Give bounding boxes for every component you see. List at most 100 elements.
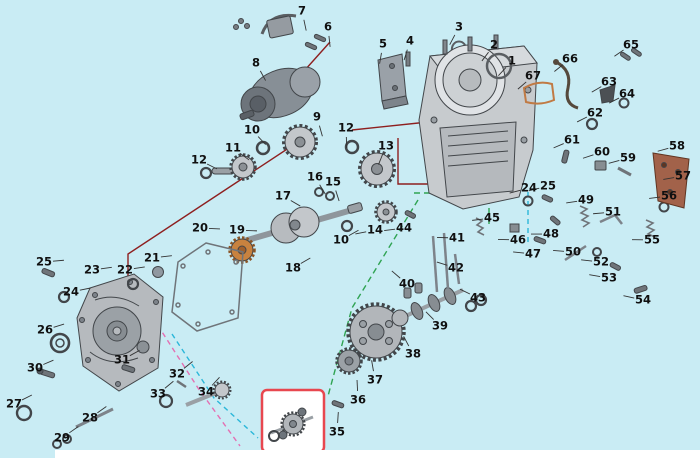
part-label-13: 13: [377, 138, 395, 153]
part-label-24: 24: [520, 180, 538, 195]
seal-26: [49, 332, 71, 354]
part-label-49: 49: [577, 192, 595, 207]
part-label-50: 50: [564, 244, 582, 259]
cam-gear-38: [346, 302, 406, 362]
part-label-1: 1: [507, 53, 517, 68]
plug-21: [152, 266, 164, 278]
bolt-44: [404, 210, 417, 219]
gear-14: [374, 200, 398, 224]
part-label-28: 28: [81, 410, 99, 425]
part-label-5: 5: [378, 36, 388, 51]
part-label-64: 64: [618, 86, 636, 101]
bolts-65: [620, 47, 642, 61]
bolt-31: [121, 364, 136, 373]
part-label-51: 51: [604, 204, 622, 219]
part-label-29: 29: [53, 430, 71, 445]
bolt-25-left: [41, 268, 56, 278]
part-label-44: 44: [395, 220, 413, 235]
tappets-40: [403, 282, 423, 299]
part-label-9: 9: [312, 109, 322, 124]
part-label-10: 10: [332, 232, 350, 247]
washer-24-left: [57, 290, 71, 304]
spring-45: [475, 217, 485, 236]
part-label-56: 56: [660, 188, 678, 203]
part-label-11: 11: [224, 140, 242, 155]
part-label-53: 53: [600, 270, 618, 285]
starter-motor-8: [239, 66, 321, 122]
block-60: [594, 160, 607, 171]
part-label-61: 61: [563, 132, 581, 147]
bracket-58: [652, 152, 690, 209]
ring-27: [15, 404, 33, 422]
bolt-36: [331, 400, 345, 409]
part-label-8: 8: [251, 55, 261, 70]
page-edge: [55, 450, 700, 458]
part-label-30: 30: [26, 360, 44, 375]
washer-24-right: [522, 195, 534, 207]
gear-13: [358, 150, 396, 188]
bolt-30: [36, 367, 56, 379]
part-label-46: 46: [509, 232, 527, 247]
part-label-57: 57: [674, 168, 692, 183]
part-label-7: 7: [297, 3, 307, 18]
part-label-26: 26: [36, 322, 54, 337]
part-label-38: 38: [404, 346, 422, 361]
crankshaft-17-18: [243, 202, 363, 244]
part-label-58: 58: [668, 138, 686, 153]
gasket-67: [522, 81, 556, 105]
rod-42: [453, 253, 461, 285]
part-label-33: 33: [149, 386, 167, 401]
bolt-25-right: [541, 194, 554, 203]
part-label-35: 35: [328, 424, 346, 439]
bolt-48: [549, 215, 561, 226]
idler-gear-9: [282, 124, 318, 160]
bolts-6: [304, 33, 327, 51]
part-label-22: 22: [116, 262, 134, 277]
part-label-34: 34: [197, 384, 215, 399]
part-label-40: 40: [398, 276, 416, 291]
part-label-14: 14: [366, 222, 384, 237]
cylinder-block-1: [418, 34, 538, 210]
part-label-25: 25: [35, 254, 53, 269]
lever-66: [553, 59, 579, 110]
part-label-31: 31: [113, 352, 131, 367]
washer-64: [618, 97, 630, 109]
part-label-37: 37: [366, 372, 384, 387]
part-label-12: 12: [337, 120, 355, 135]
part-label-25: 25: [539, 178, 557, 193]
part-label-27: 27: [5, 396, 23, 411]
gasket-20: [171, 242, 244, 332]
part-label-42: 42: [447, 260, 465, 275]
shaft-34: [185, 380, 232, 407]
gear-37: [335, 347, 363, 375]
part-label-15: 15: [324, 174, 342, 189]
stud-4: [405, 51, 411, 67]
part-label-4: 4: [405, 33, 415, 48]
spring-55: [645, 219, 656, 238]
bolt-53: [609, 262, 622, 271]
bracket-5: [377, 53, 409, 110]
rocker-bracket-7: [233, 13, 297, 39]
part-label-41: 41: [448, 230, 466, 245]
part-label-66: 66: [561, 51, 579, 66]
gear-11: [211, 153, 257, 181]
bolt-54: [633, 284, 648, 294]
part-label-19: 19: [228, 222, 246, 237]
part-label-52: 52: [592, 254, 610, 269]
part-label-36: 36: [349, 392, 367, 407]
part-label-62: 62: [586, 105, 604, 120]
leader-lines: [21, 19, 675, 434]
part-label-43: 43: [469, 290, 487, 305]
part-label-54: 54: [634, 292, 652, 307]
rod-50: [564, 244, 587, 262]
governor-assembly-35: [268, 407, 314, 442]
part-label-67: 67: [524, 68, 542, 83]
part-label-23: 23: [83, 262, 101, 277]
parts-layer: [15, 13, 700, 458]
spring-49: [579, 205, 591, 228]
part-label-2: 2: [489, 37, 499, 52]
part-label-39: 39: [431, 318, 449, 333]
part-label-45: 45: [483, 210, 501, 225]
